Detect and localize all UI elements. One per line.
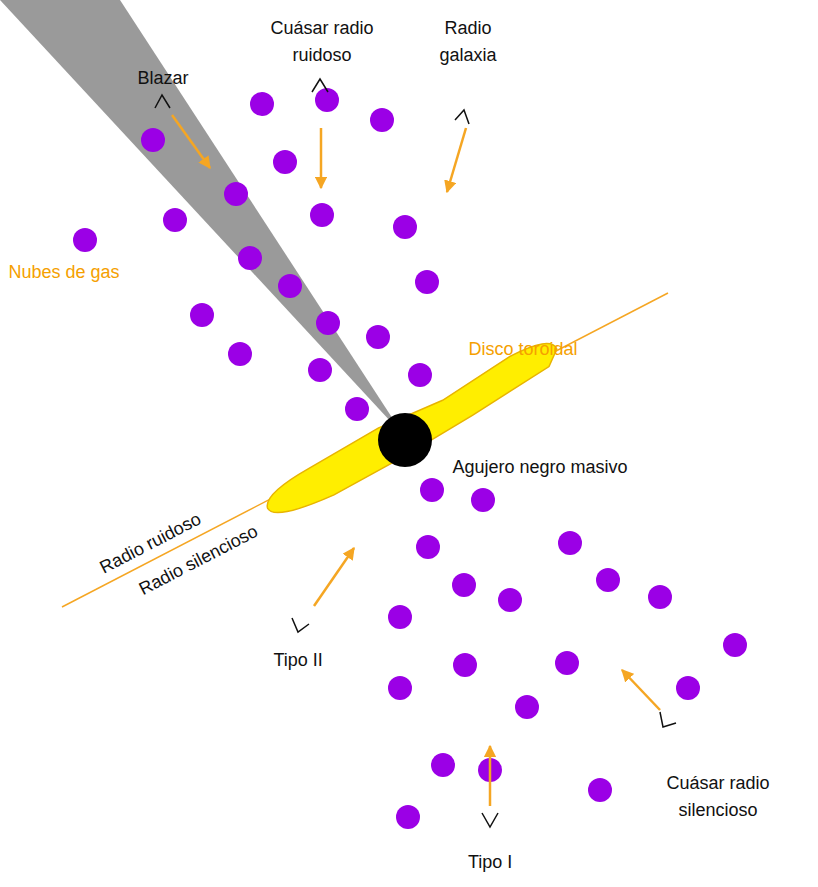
view-label: Blazar (138, 65, 189, 92)
part-label: Agujero negro masivo (453, 454, 628, 481)
part-label: Nubes de gas (9, 259, 120, 286)
gas-clouds (73, 88, 747, 829)
part-label: Disco toroidal (469, 336, 578, 363)
torus-disk (257, 336, 569, 525)
view-label: Cuásar radio silencioso (653, 770, 783, 824)
jet-beam (0, 0, 404, 436)
black-hole (378, 413, 432, 467)
view-label: Radio galaxia (428, 15, 508, 69)
view-label: Tipo I (468, 849, 512, 876)
view-label: Tipo II (274, 647, 323, 674)
view-arrows (172, 115, 660, 806)
division-line (62, 293, 668, 607)
eye-symbols (155, 79, 676, 827)
view-label: Cuásar radio ruidoso (257, 15, 387, 69)
